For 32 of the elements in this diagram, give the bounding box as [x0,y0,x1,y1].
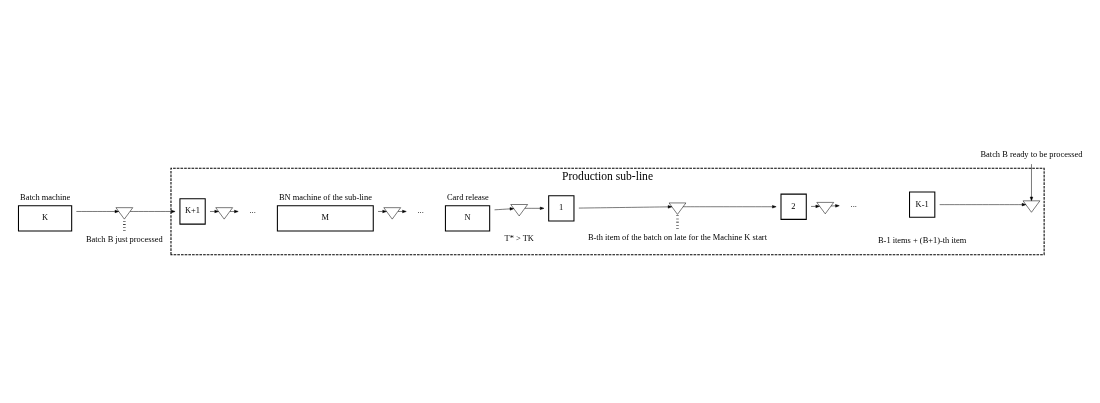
arrow [229,209,239,213]
node-text: Batch B ready to be processed [980,148,1083,159]
node-text: Batch B just processed [85,233,163,244]
arrow [494,206,514,210]
arrow [682,204,777,208]
arrow [830,203,840,207]
node-box: M [276,204,374,231]
node-text: B-th item of the batch on late for the Machine K start [587,231,768,242]
label: B-1 items + (B+1)-th item [877,234,967,245]
node-label: Card release [447,191,489,202]
arrow [129,209,176,213]
arrow [397,209,407,213]
arrow [76,209,119,213]
arrow [1029,163,1034,201]
arrow [939,202,1027,206]
node-box: 2 [780,193,807,220]
node-label: BN machine of the sub-line [278,191,372,202]
node-label: Batch machine [20,191,71,202]
arrow [209,209,219,213]
node-box: N [444,204,491,231]
arrow [524,206,545,210]
node-text: ... [249,204,256,215]
node-text: ... [850,198,857,209]
node-box: K-1 [909,190,936,218]
node-box: K+1 [179,197,206,225]
node-box: 1 [548,194,575,221]
node-box: K [17,204,73,231]
node-text: ... [417,204,424,215]
label: T* > TK [504,232,534,243]
arrow [810,204,820,208]
arrow [377,209,387,213]
arrow [578,204,673,208]
